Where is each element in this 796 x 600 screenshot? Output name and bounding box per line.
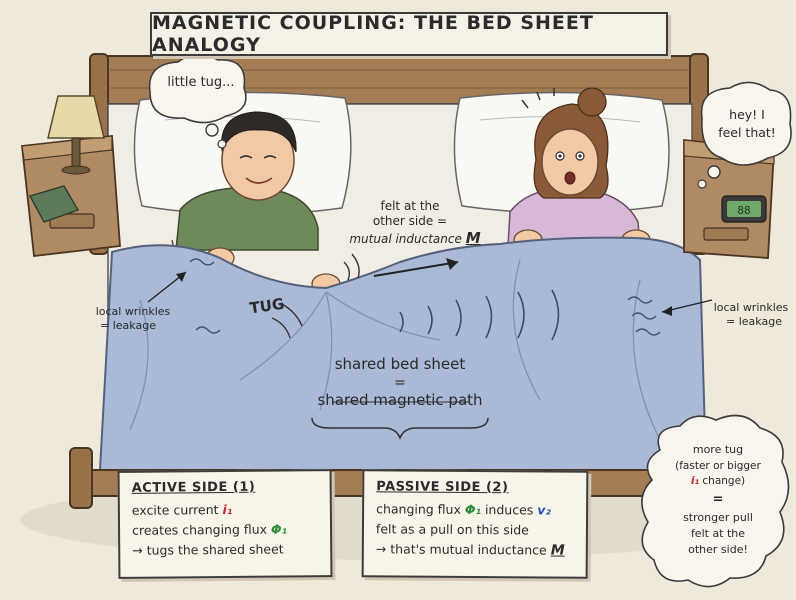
felt-label-text: mutual inductance [349, 232, 462, 246]
shared-sheet-line2: shared magnetic path [300, 392, 500, 409]
woman-face [542, 129, 598, 195]
active-side-heading: ACTIVE SIDE (1) [132, 479, 318, 496]
passive-line-1-text: changing flux [376, 501, 461, 517]
alarm-clock-icon: 88 [722, 196, 766, 222]
page-title: MAGNETIC COUPLING: THE BED SHEET ANALOGY [152, 12, 666, 56]
current-i1-symbol: i₁ [222, 502, 232, 517]
leakage-right-line2: = leakage [712, 316, 796, 329]
passive-line-1: changing flux Φ₁ induces v₂ [376, 501, 574, 517]
leakage-left-line1: local wrinkles [88, 306, 178, 319]
passive-line-3: → that's mutual inductance M [376, 541, 574, 558]
shared-sheet-eq: = [390, 375, 410, 391]
felt-label-line3: mutual inductance M [340, 230, 490, 247]
active-line-2-text: creates changing flux [132, 522, 267, 538]
voltage-v2-symbol: v₂ [537, 502, 551, 517]
felt-label-line1: felt at the [360, 200, 460, 214]
flux-phi1-symbol-passive: Φ₁ [465, 502, 481, 517]
cloud-eq: = [708, 493, 728, 508]
leakage-left-line2: = leakage [88, 320, 168, 333]
cloud-line5: felt at the [658, 528, 778, 541]
mutual-inductance-symbol: M [551, 543, 565, 559]
cloud-i1-symbol: i₁ [691, 475, 699, 487]
active-line-1: excite current i₁ [132, 501, 318, 518]
bubble-right-text-line1: hey! I [706, 108, 788, 122]
title-banner: MAGNETIC COUPLING: THE BED SHEET ANALOGY [150, 12, 668, 56]
woman-hair-bun [578, 88, 606, 116]
shared-sheet-line1: shared bed sheet [310, 356, 490, 373]
cloud-line3-text: change) [702, 475, 745, 487]
passive-line-2: felt as a pull on this side [376, 521, 574, 537]
felt-label-symbol: M [466, 229, 481, 247]
cloud-line6: other side! [658, 544, 778, 557]
bubble-left-text: little tug... [158, 76, 244, 91]
cloud-line1: more tug [658, 444, 778, 457]
passive-line-1-mid: induces [485, 502, 533, 517]
bubble-right-text-line2: feel that! [706, 126, 788, 140]
cloud-line3: i₁ change) [658, 475, 778, 487]
felt-label-line2: other side = [360, 215, 460, 229]
passive-side-heading: PASSIVE SIDE (2) [376, 479, 574, 495]
active-line-2: creates changing flux Φ₁ [132, 521, 318, 538]
cloud-line4: stronger pull [658, 512, 778, 525]
passive-line-3-text: → that's mutual inductance [376, 541, 547, 557]
flux-phi1-symbol: Φ₁ [271, 521, 287, 536]
leakage-right-line1: local wrinkles [706, 302, 796, 315]
passive-side-panel: PASSIVE SIDE (2) changing flux Φ₁ induce… [362, 469, 589, 579]
svg-text:88: 88 [737, 204, 750, 217]
active-line-3: → tugs the shared sheet [132, 541, 318, 558]
active-line-1-text: excite current [132, 502, 219, 518]
active-side-panel: ACTIVE SIDE (1) excite current i₁ create… [118, 469, 333, 579]
cloud-line2: (faster or bigger [658, 460, 778, 472]
